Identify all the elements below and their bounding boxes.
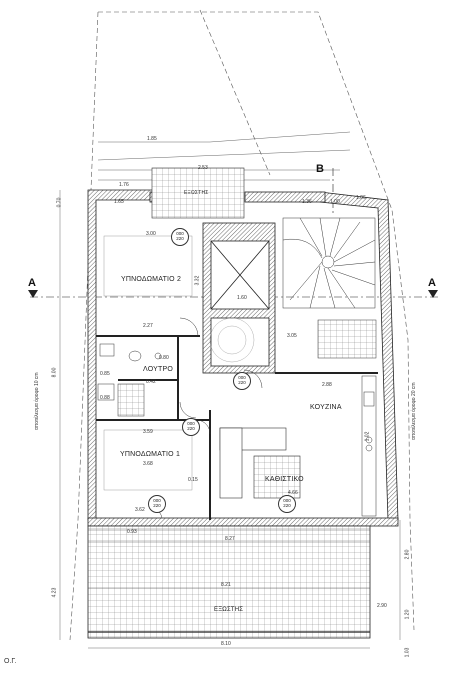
dim-label: 1.85 <box>147 136 157 142</box>
beds <box>103 235 193 491</box>
room-label-bedroom2: ΥΠΝΟΔΩΜΑΤΙΟ 2 <box>121 276 182 283</box>
section-mark-b: B <box>316 163 324 175</box>
room-label-bathroom: ΛΟΥΤΡΟ <box>143 366 174 373</box>
bathroom-fixtures <box>97 343 162 417</box>
dim-label: 8.21 <box>221 582 231 588</box>
dim-label: 3.05 <box>287 333 297 339</box>
dim-label: 0.42 <box>146 379 156 385</box>
dim-label: 0.88 <box>100 395 110 401</box>
spiral-stair <box>282 217 377 359</box>
dim-label: 8.27 <box>225 536 235 542</box>
dim-label: 0.70 <box>56 197 63 208</box>
room-label-kitchen: ΚΟΥΖΙΝΑ <box>310 404 342 411</box>
room-label-bedroom1: ΥΠΝΟΔΩΜΑΤΙΟ 1 <box>120 451 181 458</box>
dim-label: 1.00 <box>330 199 340 205</box>
dim-label: 4.66 <box>288 490 298 496</box>
section-mark-a-right: A <box>428 277 436 289</box>
section-mark-a-left: A <box>28 277 36 289</box>
dim-label: 2.53 <box>198 165 208 171</box>
dim-label: 1.60 <box>237 295 247 301</box>
room-label-living: ΚΑΘΙΣΤΙΚΟ <box>265 476 304 483</box>
elevator-core <box>202 222 276 374</box>
section-arrow-right <box>428 290 438 298</box>
side-note-right: αποτέλεσμα όροφο 20 cm <box>411 382 417 440</box>
dim-label: 8.10 <box>221 641 231 647</box>
room-label-veranda: ΕΞΩΣΤΗΣ <box>214 607 244 613</box>
dim-label: 3.62 <box>135 507 145 513</box>
dim-label: 0.93 <box>127 529 137 535</box>
dim-label: 3.68 <box>143 461 153 467</box>
dim-label: 1.20 <box>404 609 411 620</box>
veranda-tiles <box>87 525 371 639</box>
dim-label: 2.88 <box>322 382 332 388</box>
dim-label: 0.85 <box>100 371 110 377</box>
dim-label: 2.80 <box>404 549 411 560</box>
dim-label: 3.00 <box>146 231 156 237</box>
dim-label: 1.65 <box>114 199 124 205</box>
living-furniture <box>219 427 301 499</box>
room-label-top-balcony: ΕΞΩΣΤΗΣ <box>184 190 209 196</box>
plot-boundary <box>69 9 415 641</box>
dim-label: 0.80 <box>159 355 169 361</box>
kitchen-counter <box>361 375 377 517</box>
top-balcony <box>151 167 245 219</box>
section-arrow-left <box>28 290 38 298</box>
dim-label: 1.06 <box>356 195 366 201</box>
dim-label: 4.23 <box>51 587 58 598</box>
dim-label: 1.76 <box>119 182 129 188</box>
outer-dimension-lines <box>59 190 401 649</box>
dim-label: 3.32 <box>194 275 201 286</box>
dim-label: 2.27 <box>143 323 153 329</box>
level-label: Ο.Γ. <box>4 658 17 665</box>
dim-label: 2.90 <box>377 603 387 609</box>
dim-label: 8.00 <box>51 367 58 378</box>
dim-label: 3.59 <box>143 429 153 435</box>
dim-label: 1.03 <box>404 647 411 658</box>
dim-label: 1.02 <box>364 431 371 442</box>
reference-mark <box>209 317 255 363</box>
dim-label: 1.36 <box>302 199 312 205</box>
dim-label: 0.15 <box>188 477 198 483</box>
side-note-left: αποτέλεσμα όροφο 10 cm <box>34 372 40 430</box>
